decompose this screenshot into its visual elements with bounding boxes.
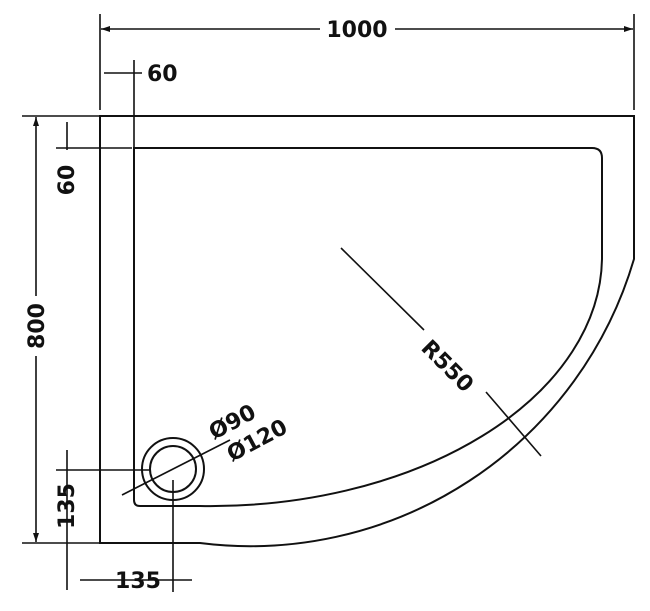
radius-leader-upper	[340, 247, 425, 331]
waste-offset-y-label: 135	[55, 483, 80, 529]
tray-inner-outline	[133, 147, 603, 508]
rim-width-top-label: 60	[147, 62, 178, 87]
rim-width-left-label: 60	[55, 165, 80, 196]
waste-inner-circle	[149, 445, 197, 493]
overall-depth-label: 800	[25, 303, 50, 349]
waste-diameter-leader	[121, 439, 231, 496]
radius-leader-lower	[485, 391, 542, 457]
overall-width-label: 1000	[326, 18, 387, 43]
tray-outer-outline	[99, 115, 635, 548]
waste-offset-x-label: 135	[115, 569, 161, 594]
waste-outer-circle	[141, 437, 205, 501]
radius-label: R550	[416, 336, 478, 398]
